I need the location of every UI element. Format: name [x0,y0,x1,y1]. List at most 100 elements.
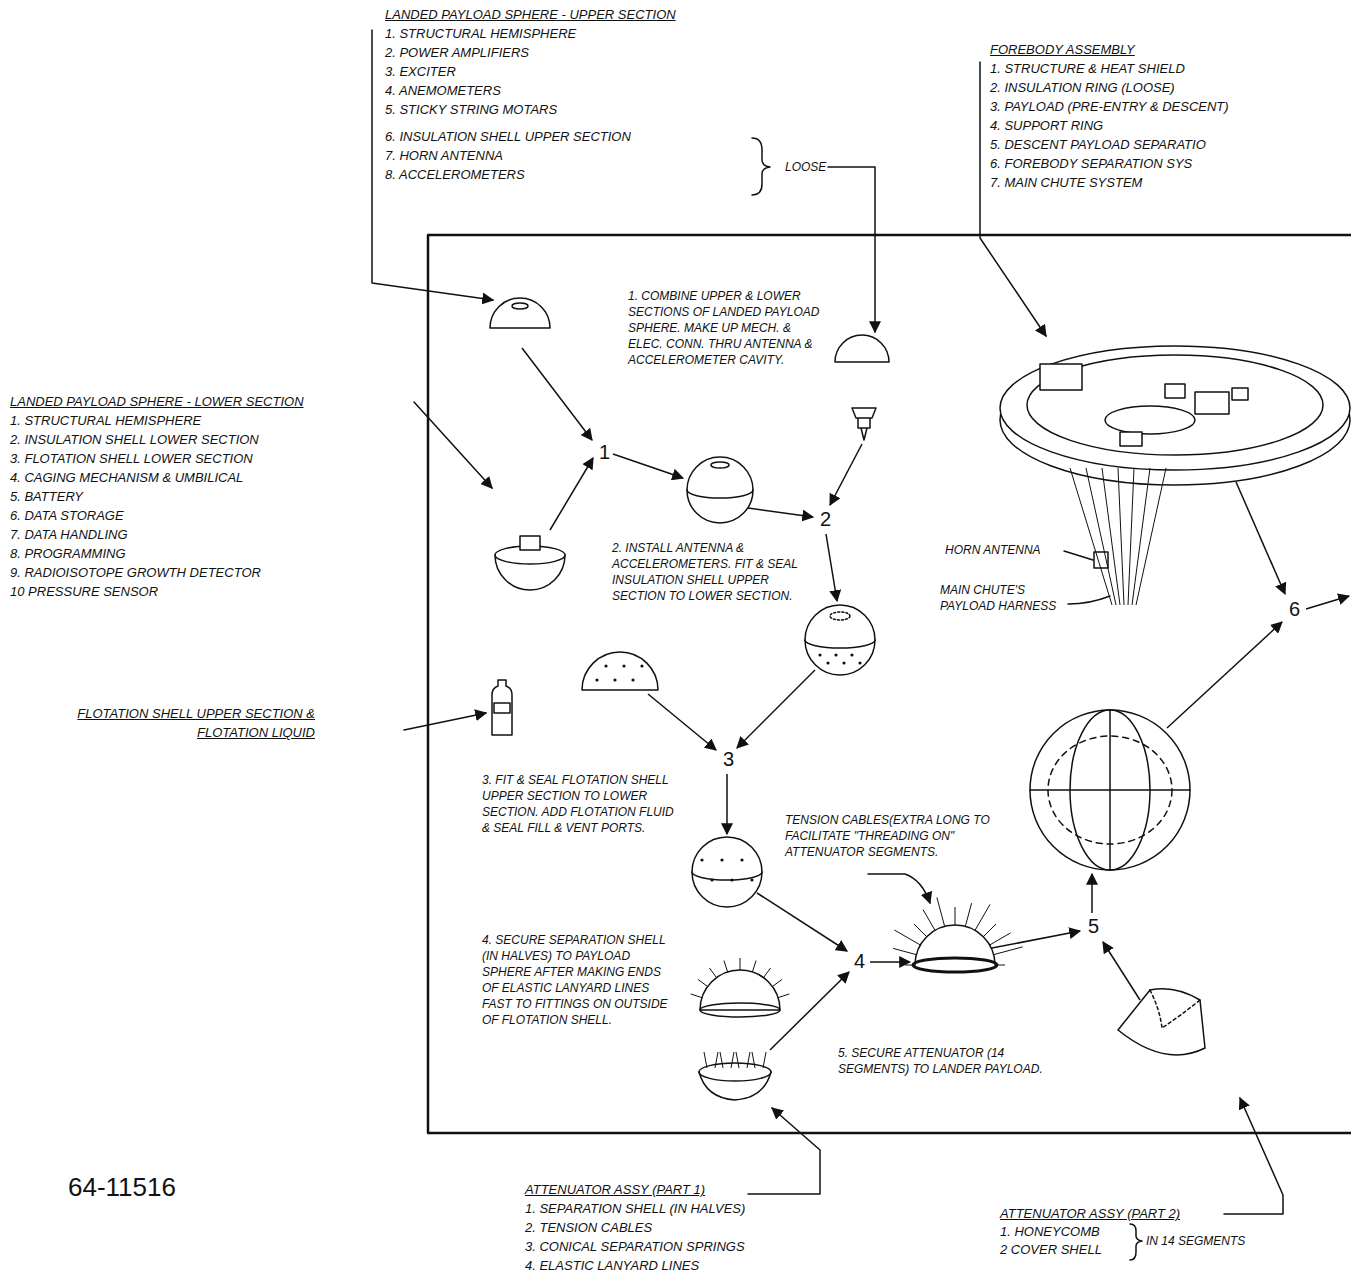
list-item: 5. DESCENT PAYLOAD SEPARATIO [990,135,1231,154]
cable-stroke [772,979,782,986]
list-item: 7. HORN ANTENNA [385,146,678,165]
cable-stroke [764,968,771,978]
pre-entry-payload [1040,364,1082,390]
payload-sphere [687,457,753,523]
list-item: 8. ACCELEROMETERS [385,165,678,184]
flow-arrow [826,534,837,601]
bottle-label [494,703,510,713]
cable-stroke [740,958,741,970]
callout-number: 3 [721,748,736,771]
cable-stroke [691,994,702,998]
cable-stroke [905,965,915,966]
list-heading: FLOTATION SHELL UPPER SECTION & FLOTATIO… [15,704,315,742]
cable-stroke [923,910,935,931]
fitting-dot [850,653,853,656]
attenuator-sphere [1030,710,1190,870]
list-item: 3. EXCITER [385,62,678,81]
callout-number: 6 [1287,598,1302,621]
part-label: TENSION CABLES(EXTRA LONG TO FACILITATE … [785,812,1007,860]
list-item: 10 PRESSURE SENSOR [10,582,306,601]
fitting-dot [595,678,598,681]
separation-band [913,958,997,972]
flow-arrow [748,508,813,517]
cable-stroke [736,1052,739,1068]
callout-number: 4 [852,950,867,973]
callout-number: 2 [818,508,833,531]
list-item: 2. TENSION CABLES [525,1218,748,1237]
flow-arrow [770,972,849,1050]
fitting-dot [700,858,703,861]
attenuator-segment [1118,989,1205,1055]
parts-list: LANDED PAYLOAD SPHERE - UPPER SECTION1. … [385,5,678,184]
flow-arrow [1103,942,1140,1000]
flow-arrow [726,774,728,834]
cable-stroke [715,1052,718,1068]
parts-list: ATTENUATOR ASSY (PART 2)1. HONEYCOMB2 CO… [1000,1205,1183,1259]
leader-line [404,713,486,730]
list-item: 1. SEPARATION SHELL (IN HALVES) [525,1199,748,1218]
list-item: 1. STRUCTURE & HEAT SHIELD [990,59,1231,78]
list-item: 4. ELASTIC LANYARD LINES [525,1256,748,1272]
cable-stroke [1128,468,1134,605]
flow-arrow [757,893,847,951]
cable-stroke [752,1052,755,1068]
cable-stroke [752,961,756,972]
cable-stroke [955,907,956,925]
insulated-sphere [805,605,875,675]
part-label: LOOSE [785,159,826,175]
cable-stroke [990,933,1011,945]
list-item: 2. INSULATION SHELL LOWER SECTION [10,430,306,449]
main-chute-system [1232,388,1248,400]
list-item: 3. FLOTATION SHELL LOWER SECTION [10,449,306,468]
equator [687,490,753,498]
segment-line [1030,710,1190,870]
list-item: 3. PAYLOAD (PRE-ENTRY & DESCENT) [990,97,1231,116]
fitting-dot [842,661,845,664]
list-item: 5. BATTERY [10,487,306,506]
cable-stroke [965,903,971,926]
callout-number: 5 [1086,915,1101,938]
step-note: 4. SECURE SEPARATION SHELL (IN HALVES) T… [482,932,672,1028]
list-item: 7. DATA HANDLING [10,525,306,544]
callout-number: 1 [597,441,612,464]
step-note: 1. COMBINE UPPER & LOWER SECTIONS OF LAN… [628,288,828,368]
cable-stroke [709,968,716,978]
flow-arrow [830,444,862,505]
cable-stroke [914,924,927,937]
bracket [752,138,770,195]
step-note: 2. INSTALL ANTENNA & ACCELEROMETERS. FIT… [612,540,804,604]
equator [805,640,875,648]
list-item: 4. CAGING MECHANISM & UMBILICAL [10,468,306,487]
flow-arrow [737,670,815,748]
cable-stroke [731,1052,734,1068]
fitting-dot [622,664,625,667]
antenna-cavity [512,303,528,309]
cable-stroke [1118,468,1124,605]
separation-system [1165,384,1185,398]
separation-shell-upper [700,970,780,1010]
flow-arrow [550,458,593,530]
battery-box [520,536,540,550]
cable-stroke [698,979,708,986]
antenna-cavity [711,462,729,468]
cable-stroke [994,947,1023,955]
list-item: 9. RADIOISOTOPE GROWTH DETECTOR [10,563,306,582]
fitting-dot [834,653,837,656]
part-label: MAIN CHUTE'S PAYLOAD HARNESS [940,582,1065,614]
cable-stroke [720,1052,723,1068]
cable-stroke [704,1052,707,1068]
descent-payload [1195,392,1229,414]
fitting-dot [730,878,733,881]
parts-list: FLOTATION SHELL UPPER SECTION & FLOTATIO… [15,704,315,742]
cable-stroke [763,1052,766,1068]
fitting-dot [826,661,829,664]
horn-antenna-accelerometers [852,408,876,440]
flow-arrow [1306,596,1349,609]
fitting-dot [750,878,753,881]
list-item: 2. POWER AMPLIFIERS [385,43,678,62]
cable-stroke [983,924,996,937]
honeycomb-cutout [1150,990,1200,1028]
list-item: 6. INSULATION SHELL UPPER SECTION [385,127,678,146]
separation-shell-lower [699,1072,771,1100]
